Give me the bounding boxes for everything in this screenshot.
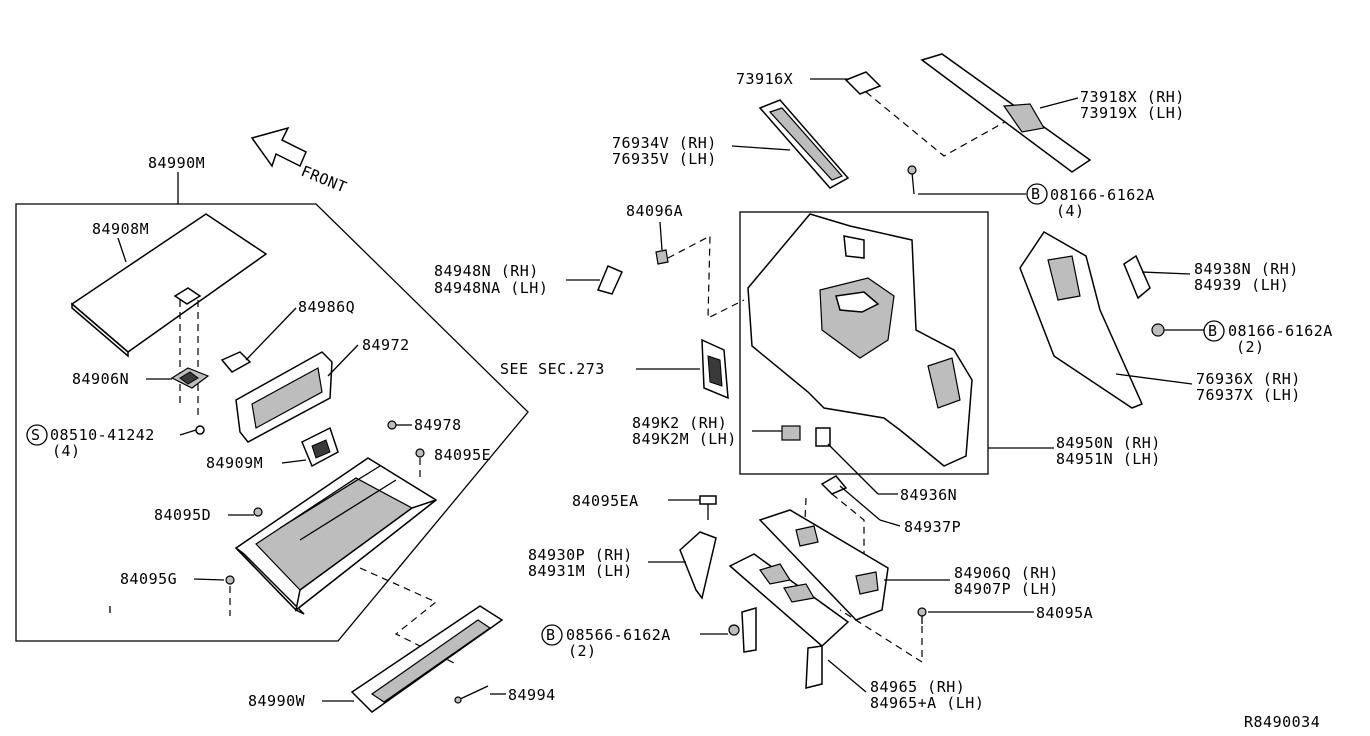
label-84950N: 84950N (RH) (1056, 434, 1161, 452)
label-84939: 84939 (LH) (1194, 276, 1289, 294)
clip-84978-part (387, 420, 397, 430)
diagram-code: R8490034 (1244, 713, 1320, 731)
label-84906Q: 84906Q (RH) (954, 564, 1059, 582)
label-76937X: 76937X (LH) (1196, 386, 1301, 404)
s-circle-letter: S (31, 426, 41, 444)
bracket-84965-part (728, 553, 850, 689)
label-08566-qty: (2) (568, 642, 597, 660)
bracket-84986Q-part (220, 351, 252, 373)
label-84931M: 84931M (LH) (528, 562, 633, 580)
b-circle-letter: B (1031, 185, 1041, 203)
label-849K2: 849K2 (RH) (632, 414, 727, 432)
front-arrow-icon (250, 126, 307, 168)
label-84965A: 84965+A (LH) (870, 694, 984, 712)
label-84948N: 84948N (RH) (434, 262, 539, 280)
label-84965: 84965 (RH) (870, 678, 965, 696)
clip-84096A-part (655, 249, 669, 265)
screw-84095A-part (917, 607, 927, 624)
b-circle-letter: B (546, 626, 556, 644)
label-84990W: 84990W (248, 692, 306, 710)
bolt-08166-top-part (907, 165, 917, 195)
label-84986Q: 84986Q (298, 298, 355, 316)
luggage-tray-part (234, 457, 438, 615)
label-84936N: 84936N (900, 486, 957, 504)
screw-84095D-part (253, 507, 263, 517)
label-84909M: 84909M (206, 454, 263, 472)
hook-84938N-part (1123, 254, 1151, 300)
label-84095A: 84095A (1036, 604, 1093, 622)
b-circle-letter: B (1208, 322, 1218, 340)
clip-84906N-part (170, 367, 210, 389)
kit-enclosure-box (15, 203, 529, 642)
label-84095EA: 84095EA (572, 492, 639, 510)
label-08510-41242: 08510-41242 (50, 426, 155, 444)
label-84972: 84972 (362, 336, 410, 354)
screw-84095E-part (415, 448, 425, 458)
label-08166-right: 08166-6162A (1228, 322, 1333, 340)
label-84095G: 84095G (120, 570, 177, 588)
b-circle-icon (541, 624, 563, 646)
bolt-08566-part (728, 624, 740, 636)
vent-part (701, 338, 729, 400)
pillar-trim-76936X-part (1019, 231, 1144, 409)
clip-84936N-part (815, 427, 831, 447)
bracket-73916X-part (844, 71, 882, 95)
upper-trim-73918X-part (920, 53, 1092, 173)
panel-84906Q-part (758, 509, 889, 621)
side-trim-84950N-part (747, 213, 973, 467)
label-849K2M: 849K2M (LH) (632, 430, 737, 448)
clip-84909M-part (301, 426, 339, 468)
label-08166-top-qty: (4) (1056, 202, 1085, 220)
label-84990M: 84990M (148, 154, 205, 172)
label-84937P: 84937P (904, 518, 961, 536)
label-84951N: 84951N (LH) (1056, 450, 1161, 468)
front-label: FRONT (299, 162, 350, 197)
label-08566: 08566-6162A (566, 626, 671, 644)
label-84938N: 84938N (RH) (1194, 260, 1299, 278)
screw-84095EA-part (699, 495, 717, 520)
label-76935V: 76935V (LH) (612, 150, 717, 168)
screw-08510-part (195, 425, 205, 435)
label-08166-right-qty: (2) (1236, 338, 1265, 356)
clip-849K2-part (781, 425, 801, 441)
bolt-08166-right-part (1151, 323, 1165, 337)
clip-84994-part (454, 685, 489, 704)
b-circle-icon (1203, 320, 1225, 342)
label-84930P: 84930P (RH) (528, 546, 633, 564)
pillar-trim-76934V-part (758, 99, 850, 189)
label-84095E: 84095E (434, 446, 491, 464)
label-73918X: 73918X (RH) (1080, 88, 1185, 106)
luggage-board-part (70, 213, 268, 358)
label-76936X: 76936X (RH) (1196, 370, 1301, 388)
s-circle-icon (26, 424, 48, 446)
see-sec-273-label: SEE SEC.273 (500, 360, 605, 378)
label-84994: 84994 (508, 686, 556, 704)
label-73916X: 73916X (736, 70, 793, 88)
b-circle-icon (1026, 183, 1048, 205)
clip-84937P-part (820, 475, 848, 495)
screw-84095G-part (225, 575, 235, 585)
label-84095D: 84095D (154, 506, 211, 524)
side-trim-enclosure (739, 211, 989, 475)
label-84908M: 84908M (92, 220, 149, 238)
cover-84948N-part (596, 265, 623, 295)
label-84096A: 84096A (626, 202, 683, 220)
sill-plate-84990W-part (350, 605, 504, 713)
label-73919X: 73919X (LH) (1080, 104, 1185, 122)
label-84907P: 84907P (LH) (954, 580, 1059, 598)
label-08510-qty: (4) (52, 442, 81, 460)
label-84906N: 84906N (72, 370, 129, 388)
label-76934V: 76934V (RH) (612, 134, 717, 152)
bracket-84930P-part (679, 531, 717, 600)
trim-84972-part (235, 351, 333, 443)
label-84978: 84978 (414, 416, 462, 434)
label-84948NA: 84948NA (LH) (434, 279, 548, 297)
label-08166-top: 08166-6162A (1050, 186, 1155, 204)
